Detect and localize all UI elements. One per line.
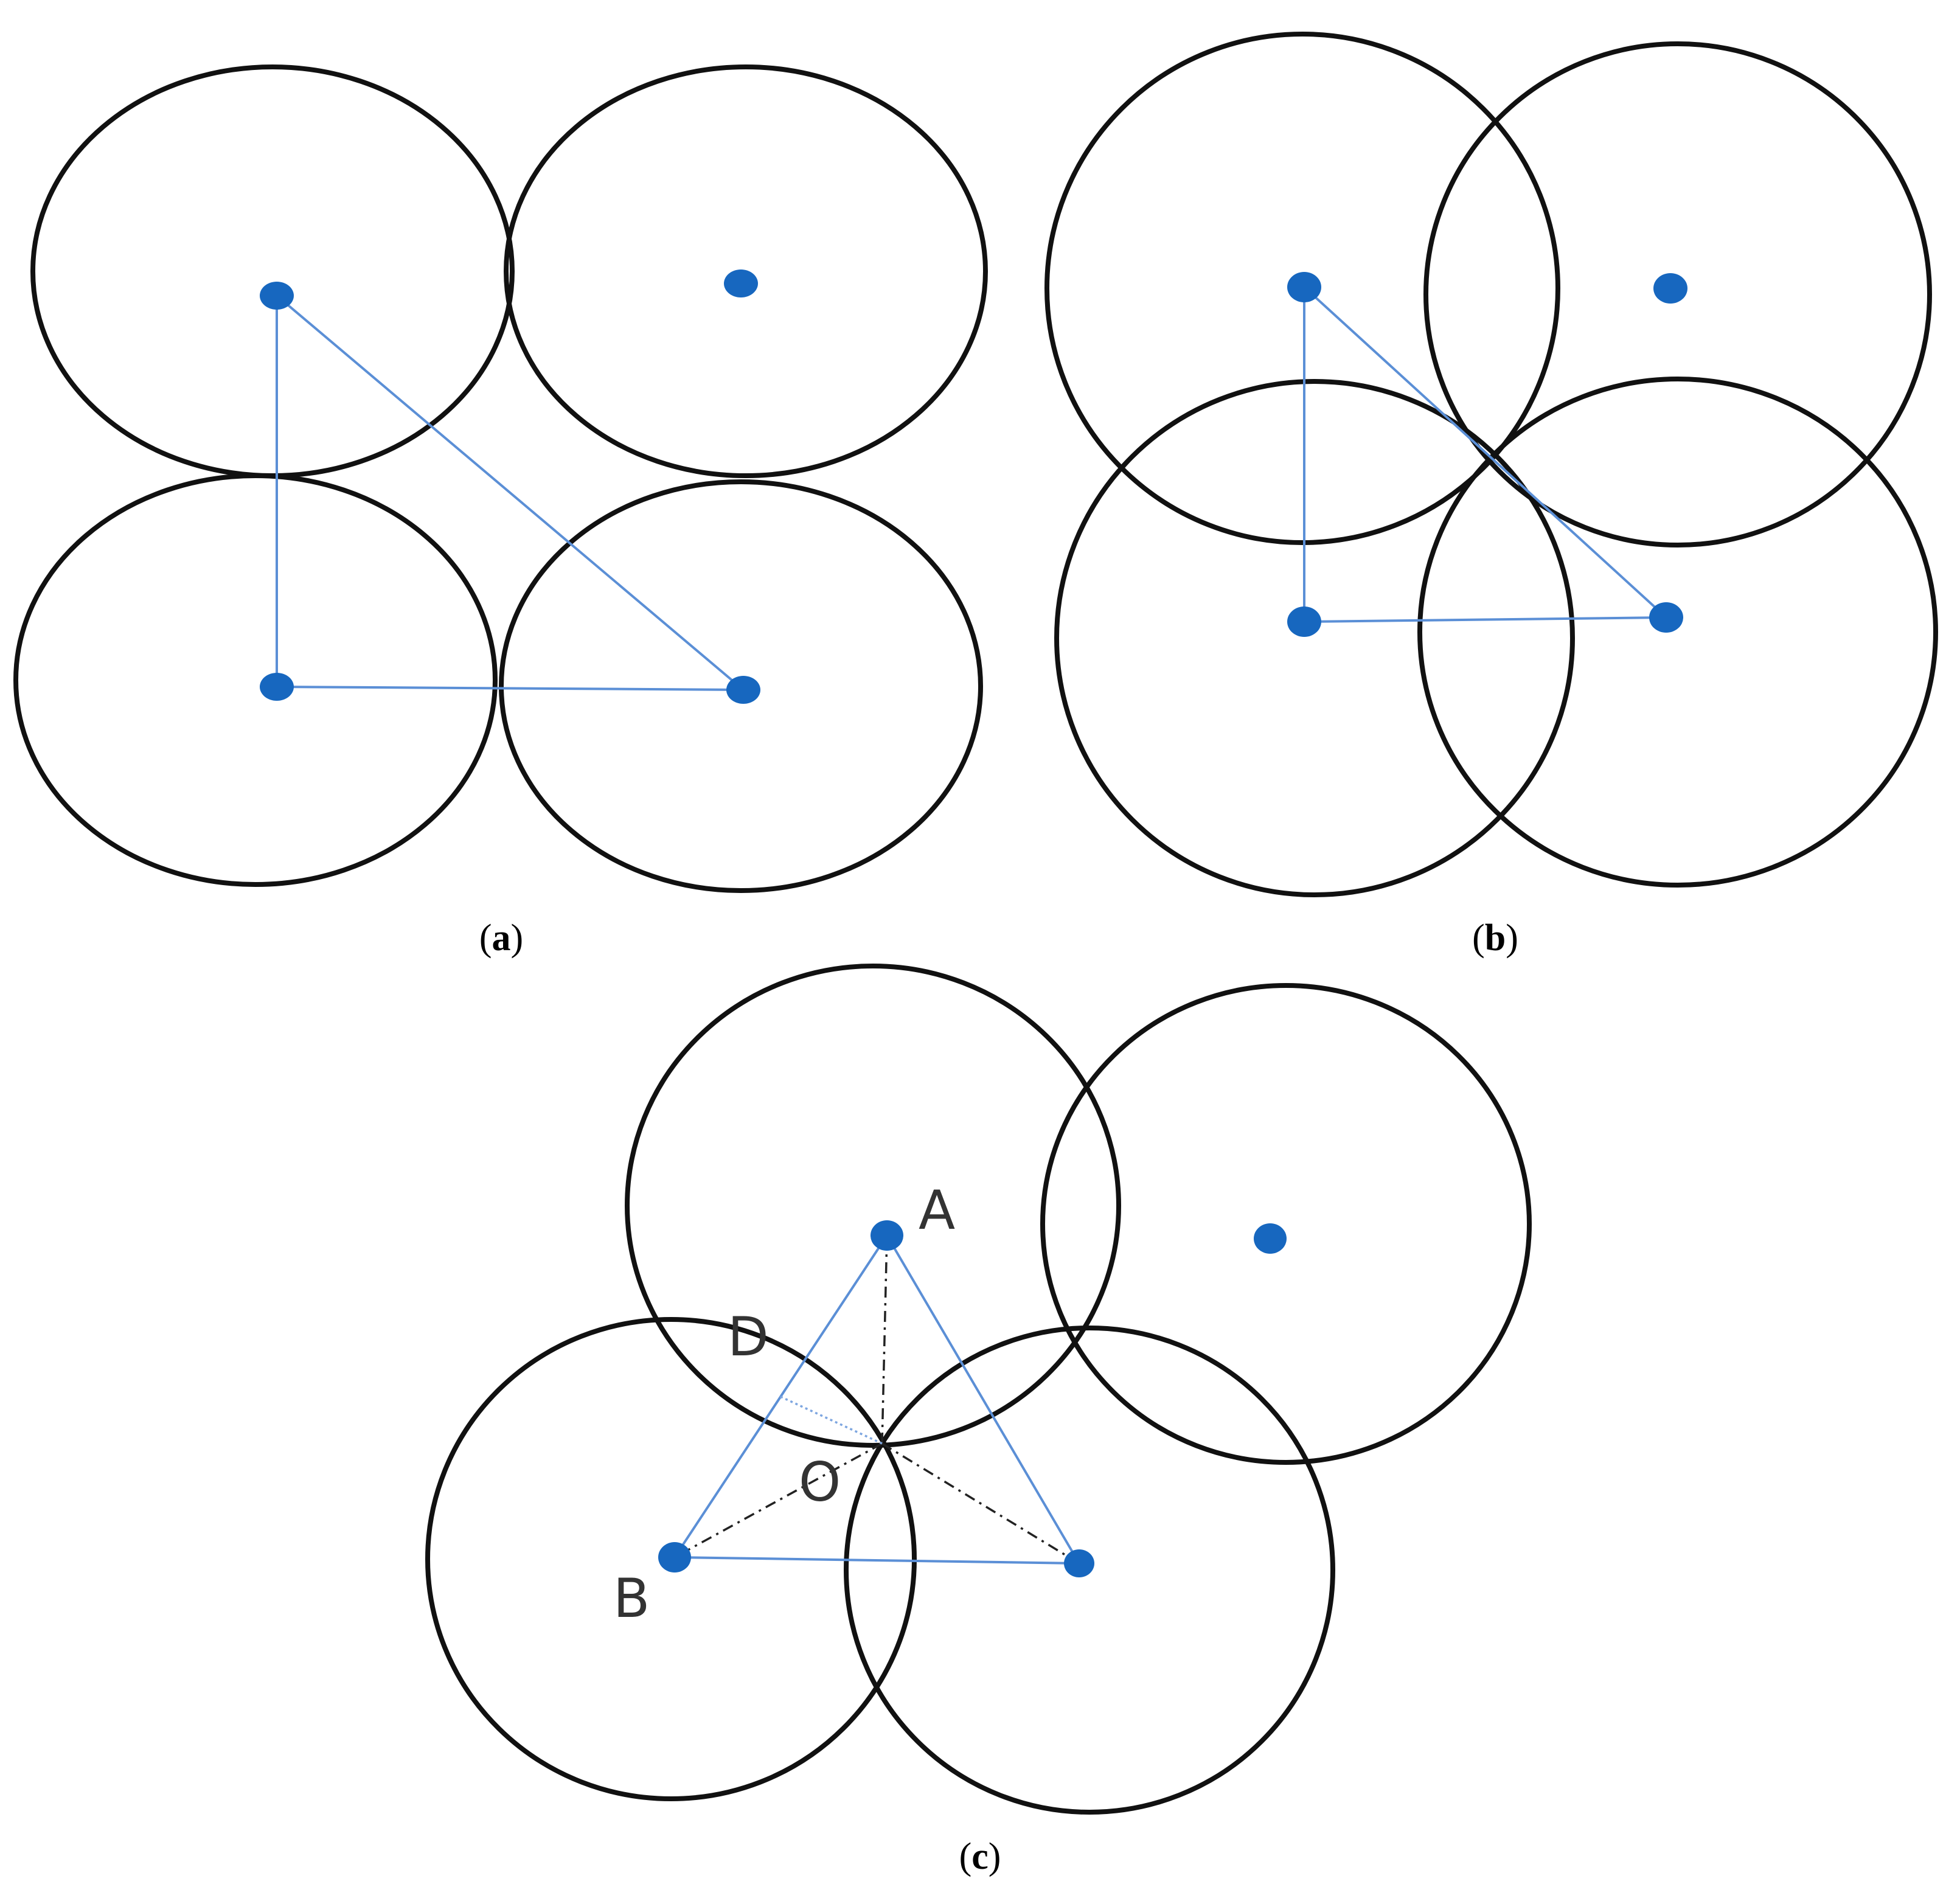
panel-c-label-B: B bbox=[613, 1567, 650, 1630]
panel-b-caption: (b) bbox=[1472, 917, 1518, 959]
panel-b-circle-bottom-right bbox=[1417, 377, 1938, 888]
panel-a-circle-bottom-right bbox=[499, 479, 983, 893]
panel-a-circle-top-right bbox=[504, 64, 988, 478]
panel-c-label-D: D bbox=[728, 1305, 769, 1368]
panel-c: A D O B (c) bbox=[425, 964, 1532, 1877]
panel-c-label-A: A bbox=[919, 1179, 955, 1242]
panel-a-node-bottom-right bbox=[726, 676, 760, 704]
panel-a: (a) bbox=[13, 64, 988, 959]
panel-c-segment-OB bbox=[674, 1442, 883, 1559]
panel-c-node-A bbox=[871, 1220, 903, 1251]
panel-c-label-O: O bbox=[799, 1451, 841, 1513]
panel-c-circle-top-right bbox=[1040, 983, 1532, 1465]
panel-c-circle-A bbox=[625, 964, 1121, 1448]
panel-c-caption: (c) bbox=[959, 1836, 1001, 1877]
panel-b: (b) bbox=[1044, 32, 1938, 959]
panel-b-edge-diagonal bbox=[1303, 286, 1667, 619]
panel-c-circle-C bbox=[844, 1326, 1335, 1815]
panel-a-circle-top-left bbox=[30, 64, 515, 478]
panel-b-node-bottom-left bbox=[1287, 606, 1321, 637]
panel-a-node-bottom-left bbox=[260, 673, 294, 701]
panel-a-edge-horizontal bbox=[276, 686, 744, 691]
panel-b-node-top-right bbox=[1653, 273, 1687, 304]
panel-c-circle-B bbox=[425, 1317, 917, 1801]
panel-c-segment-OD bbox=[779, 1395, 883, 1445]
panel-c-node-B bbox=[658, 1542, 691, 1572]
panel-b-circle-bottom-left bbox=[1054, 379, 1575, 897]
panel-b-node-top-left bbox=[1287, 272, 1321, 302]
panel-b-circle-top-right bbox=[1423, 41, 1932, 547]
panel-b-circle-top-left bbox=[1044, 32, 1560, 545]
panel-c-node-top-right bbox=[1254, 1223, 1287, 1254]
panel-b-node-bottom-right bbox=[1649, 602, 1683, 633]
panel-c-node-C bbox=[1064, 1549, 1094, 1577]
panel-a-caption: (a) bbox=[479, 917, 523, 959]
panel-a-node-top-right bbox=[724, 269, 758, 297]
panel-c-edge-BC bbox=[674, 1556, 1080, 1565]
panel-c-segment-OA bbox=[881, 1235, 888, 1444]
panel-a-edge-diagonal bbox=[276, 294, 745, 691]
panel-c-edge-AC bbox=[886, 1234, 1080, 1565]
panel-a-node-top-left bbox=[260, 282, 294, 310]
panel-a-circle-bottom-left bbox=[13, 473, 498, 887]
panel-c-segment-OC bbox=[881, 1442, 1080, 1565]
panel-b-edge-horizontal bbox=[1304, 616, 1667, 623]
